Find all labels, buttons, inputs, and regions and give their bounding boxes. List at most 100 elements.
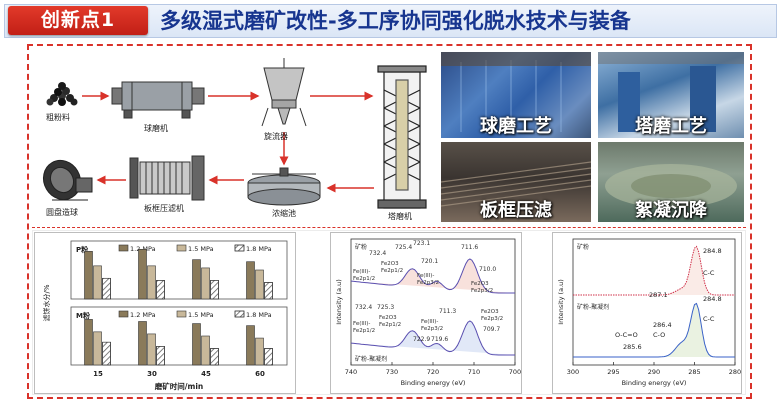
peak-label-bottom: Fe(III)- (421, 319, 438, 325)
x-tick-label: 30 (147, 370, 157, 378)
peak-annotation-top: 711.6 (461, 244, 478, 251)
ball-mill-icon (111, 81, 205, 119)
peak-annotation-bottom: 286.4 (653, 321, 672, 329)
x-axis-label: Binding energy (eV) (622, 379, 687, 387)
bar (192, 259, 201, 300)
section-divider (32, 227, 746, 228)
peak-label-top: Fe2p1/2 (381, 268, 403, 274)
bar (147, 333, 156, 366)
bar (93, 265, 102, 300)
bar (138, 248, 147, 300)
step-label-raw: 粗粉料 (46, 113, 70, 122)
panel-tag-top: 矿粉 (355, 243, 367, 251)
x-tick-label: 710 (468, 368, 480, 376)
peak-label-top: Fe2p1/2 (353, 276, 375, 282)
photo-label-flocculation: 絮凝沉降 (635, 200, 707, 221)
bar-hatch (210, 348, 219, 366)
bar-panel-tag: M粉 (76, 311, 90, 320)
bar (246, 325, 255, 366)
step-label-tower-mill: 塔磨机 (388, 212, 412, 221)
photo-label-ball-mill: 球磨工艺 (480, 116, 552, 137)
legend-label: 1.8 MPa (246, 311, 272, 319)
peak-label-top: Fe2p3/2 (471, 288, 493, 294)
x-tick-label: 700 (509, 368, 521, 376)
peak-annotation-bottom: C-C (703, 315, 715, 323)
bar-hatch (156, 346, 165, 366)
peak-label-bottom: Fe(III)- (353, 321, 370, 327)
legend-swatch (176, 244, 187, 252)
legend-swatch (118, 244, 129, 252)
bar (84, 251, 93, 300)
process-flow-svg (42, 58, 427, 209)
peak-label-bottom: Fe2p1/2 (353, 328, 375, 334)
bar-hatch (102, 277, 111, 300)
step-label-pelletizer: 圆盘造球 (46, 208, 78, 217)
peak-annotation-bottom: 709.7 (483, 326, 500, 333)
x-tick-label: 740 (345, 368, 357, 376)
legend-label: 1.8 MPa (246, 245, 272, 253)
bar (255, 269, 264, 300)
step-label-cyclone: 旋流器 (264, 132, 288, 141)
peak-annotation-bottom: 722.9 (413, 336, 430, 343)
pelletizer-icon (42, 159, 93, 201)
peak-annotation-bottom: 725.3 (377, 304, 394, 311)
bar (192, 323, 201, 366)
step-label-thickener: 浓缩池 (272, 209, 296, 218)
photo-filter-press: 板框压滤 (441, 142, 591, 222)
bar-hatch (102, 341, 111, 366)
legend-swatch (176, 310, 187, 318)
bar (201, 267, 210, 300)
ball-mill-photo-art (441, 52, 591, 134)
bar-hatch (264, 282, 273, 300)
thickener-icon (247, 167, 321, 206)
page-title: 多级湿式磨矿改性-多工序协同强化脱水技术与装备 (160, 9, 631, 33)
legend-swatch (118, 310, 129, 318)
peak-label-bottom: Fe2p3/2 (481, 316, 503, 322)
panel-tag-top: 矿粉 (577, 243, 589, 251)
bar (93, 331, 102, 366)
bar (255, 337, 264, 366)
x-tick-label: 280 (729, 368, 741, 376)
legend-swatch-hatch (234, 244, 245, 252)
x-tick-label: 720 (427, 368, 439, 376)
peak-label-top: Fe(III)- (417, 273, 434, 279)
legend-label: 1.5 MPa (188, 311, 214, 319)
bar-panel-tag: P粉 (76, 245, 88, 254)
peak-label-bottom: Fe2O3 (379, 315, 397, 321)
innovation-badge: 创新点1 (8, 6, 148, 35)
badge-label: 创新点1 (40, 9, 116, 31)
panel-tag-bottom: 矿粉-聚凝剂 (355, 355, 387, 363)
photo-flocculation: 絮凝沉降 (598, 142, 744, 222)
flow-arrows (82, 91, 374, 193)
bar-hatch (156, 280, 165, 300)
photo-label-filter-press: 板框压滤 (480, 200, 552, 221)
peak-annotation-bottom: O-C=O (615, 331, 638, 339)
tower-mill-icon (377, 65, 427, 209)
legend-swatch-hatch (234, 310, 245, 318)
bar-hatch (210, 280, 219, 300)
panel-tag-bottom: 矿粉-聚凝剂 (577, 303, 609, 311)
x-tick-label: 285 (688, 368, 700, 376)
peak-annotation-top: 732.4 (369, 250, 386, 257)
photo-tower-mill: 塔磨工艺 (598, 52, 744, 138)
filter-press-icon (129, 155, 205, 201)
x-tick-label: 15 (93, 370, 103, 378)
content-frame (27, 44, 752, 399)
photo-ball-mill: 球磨工艺 (441, 52, 591, 138)
step-label-ball-mill: 球磨机 (144, 124, 168, 133)
tower-mill-photo-art (598, 52, 744, 132)
photo-label-tower-mill: 塔磨工艺 (635, 116, 707, 137)
peak-annotation-bottom: C-O (653, 331, 665, 339)
peak-annotation-bottom: 285.6 (623, 343, 642, 351)
x-tick-label: 60 (255, 370, 265, 378)
peak-annotation-bottom: 719.6 (431, 336, 448, 343)
peak-annotation-top: 725.4 (395, 244, 412, 251)
spectrum-bottom (350, 320, 515, 356)
x-axis-label: Binding energy (eV) (401, 379, 466, 387)
spectrum-top (350, 258, 515, 294)
x-tick-label: 295 (607, 368, 619, 376)
